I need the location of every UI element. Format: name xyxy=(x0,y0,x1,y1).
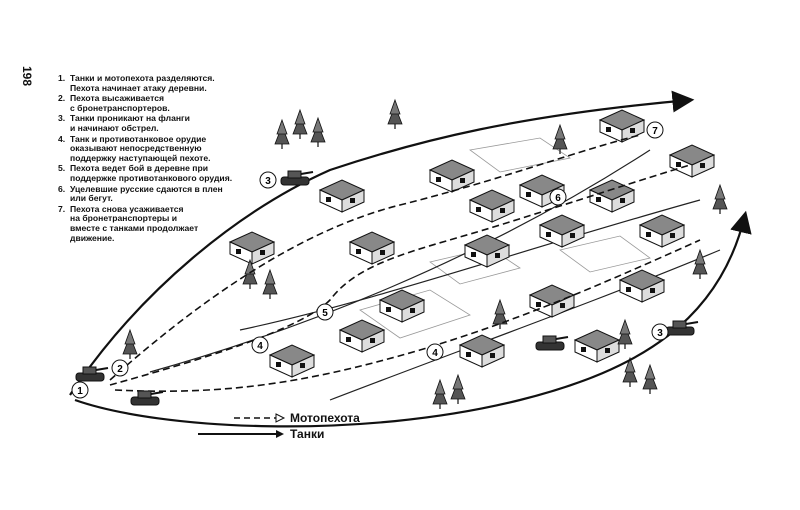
marker-label: 3 xyxy=(657,328,663,339)
legend-infantry-label: Мотопехота xyxy=(290,411,360,425)
marker-3b: 3 xyxy=(651,323,669,341)
route-legend: Мотопехота Танки xyxy=(198,410,360,442)
marker-label: 3 xyxy=(265,176,271,187)
note-item: 6. Уцелевшие русские сдаются в плен или б… xyxy=(58,183,258,204)
note-number: 5. xyxy=(58,163,66,174)
marker-5: 5 xyxy=(316,303,334,321)
tank-routes xyxy=(69,90,752,428)
note-number: 1. xyxy=(58,73,66,83)
trees xyxy=(122,99,728,410)
note-item: 1. Танки и мотопехота разделяются. Пехота… xyxy=(58,73,258,93)
solid-arrow-icon xyxy=(198,430,284,438)
step-markers: 1 2 3 3 4 4 5 6 7 xyxy=(71,121,669,399)
note-text: Уцелевшие русские сдаются в плен или бег… xyxy=(70,183,223,204)
note-number: 6. xyxy=(58,183,66,194)
legend-tanks: Танки xyxy=(198,426,360,442)
marker-label: 1 xyxy=(77,386,83,397)
note-item: 4. Танк и противотанковое орудие оказываю… xyxy=(58,133,258,164)
marker-4b: 4 xyxy=(426,343,444,361)
legend-tanks-label: Танки xyxy=(290,427,325,441)
marker-7: 7 xyxy=(646,121,664,139)
note-text: Танк и противотанковое орудие оказывают … xyxy=(70,133,211,163)
note-item: 3. Танки проникают на фланги и начинают о… xyxy=(58,114,258,133)
note-text: Танки и мотопехота разделяются. Пехота н… xyxy=(70,73,215,93)
marker-3a: 3 xyxy=(259,171,277,189)
marker-label: 4 xyxy=(432,348,438,359)
note-item: 2. Пехота высаживается с бронетранспортер… xyxy=(58,93,258,113)
marker-label: 5 xyxy=(322,308,328,319)
marker-label: 6 xyxy=(555,193,561,204)
infantry-routes xyxy=(109,134,701,393)
note-text: Пехота высаживается с бронетранспортеров… xyxy=(70,93,170,113)
note-item: 5. Пехота ведет бой в деревне при поддерж… xyxy=(58,163,258,183)
marker-6: 6 xyxy=(549,188,567,206)
marker-4a: 4 xyxy=(251,336,269,354)
note-number: 7. xyxy=(58,203,66,214)
marker-label: 4 xyxy=(257,341,263,352)
roads xyxy=(149,149,721,401)
marker-1: 1 xyxy=(71,381,89,399)
note-item: 7. Пехота снова усаживается на бронетранс… xyxy=(58,203,258,243)
legend-infantry: Мотопехота xyxy=(232,410,360,426)
legend-notes: 1. Танки и мотопехота разделяются. Пехота… xyxy=(58,73,258,244)
note-text: Танки проникают на фланги и начинают обс… xyxy=(70,113,190,133)
note-text: Пехота ведет бой в деревне при поддержке… xyxy=(70,163,233,183)
note-text: Пехота снова усаживается на бронетранспо… xyxy=(70,203,199,243)
marker-label: 7 xyxy=(652,126,658,137)
marker-2: 2 xyxy=(111,359,129,377)
dashed-arrow-icon xyxy=(234,413,286,423)
marker-label: 2 xyxy=(117,364,123,375)
note-number: 2. xyxy=(58,93,66,104)
note-number: 3. xyxy=(58,113,66,124)
note-number: 4. xyxy=(58,133,66,144)
